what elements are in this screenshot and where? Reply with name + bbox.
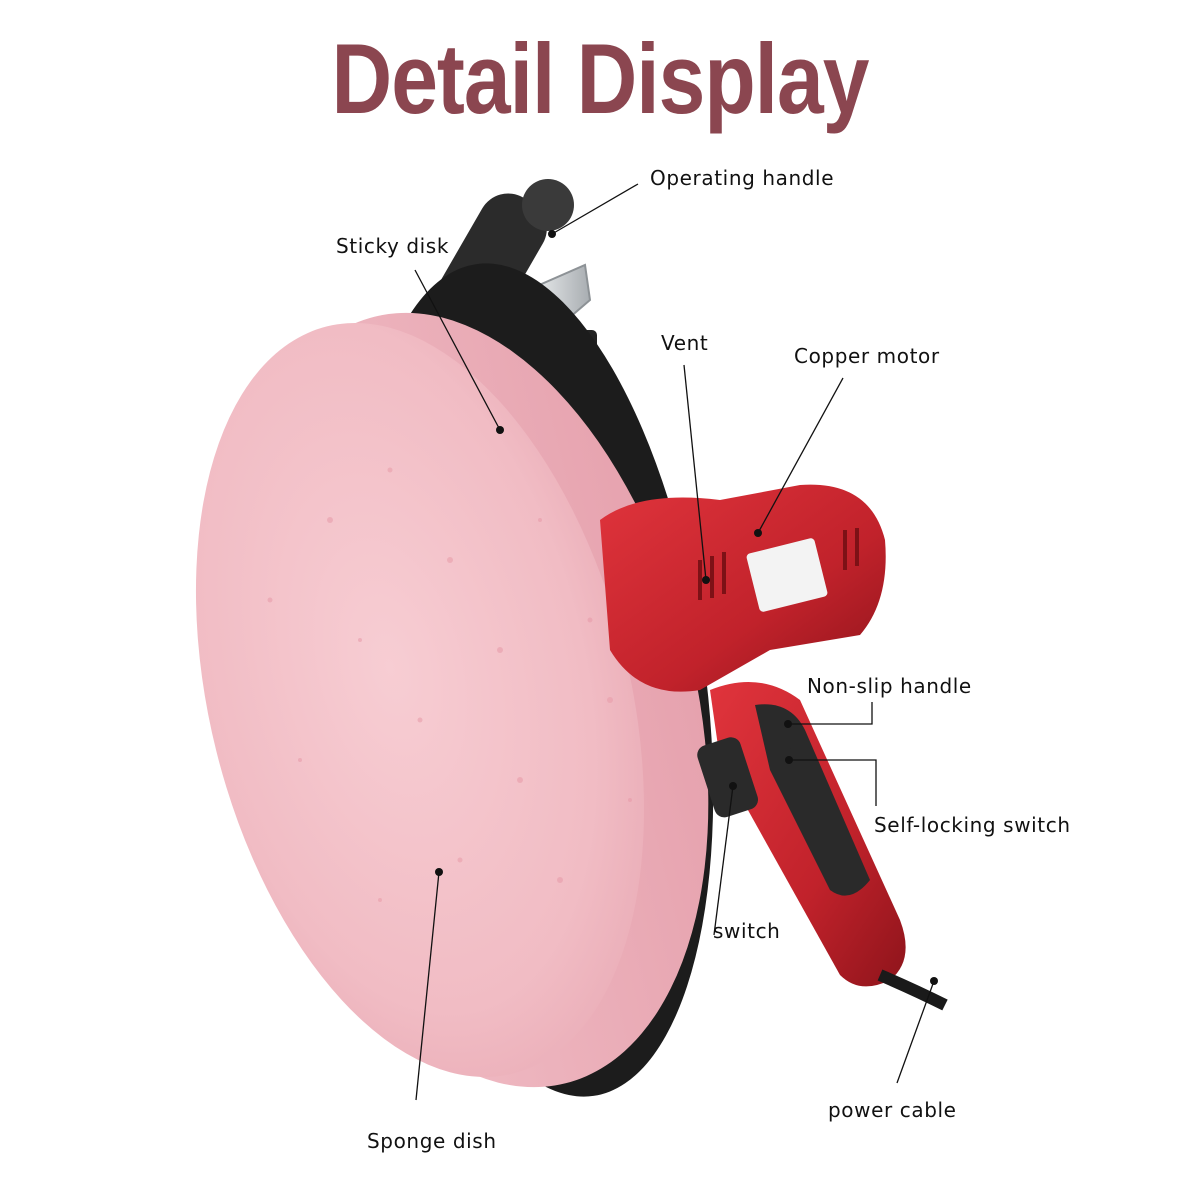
label-non-slip-handle: Non-slip handle [807, 674, 972, 698]
page-title: Detail Display [331, 23, 870, 135]
label-sponge-dish: Sponge dish [367, 1129, 497, 1153]
leader-dots [435, 230, 938, 985]
sponge-dish-part [195, 312, 709, 1088]
label-switch: switch [713, 919, 781, 943]
handle-part [697, 682, 948, 1011]
label-vent: Vent [661, 331, 709, 355]
label-power-cable: power cable [828, 1098, 957, 1122]
copper-motor-part [600, 484, 886, 692]
label-copper-motor: Copper motor [794, 344, 940, 368]
label-self-locking-switch: Self-locking switch [874, 813, 1071, 837]
label-sticky-disk: Sticky disk [336, 234, 450, 258]
label-operating-handle: Operating handle [650, 166, 835, 190]
leader-lines [414, 183, 935, 1101]
